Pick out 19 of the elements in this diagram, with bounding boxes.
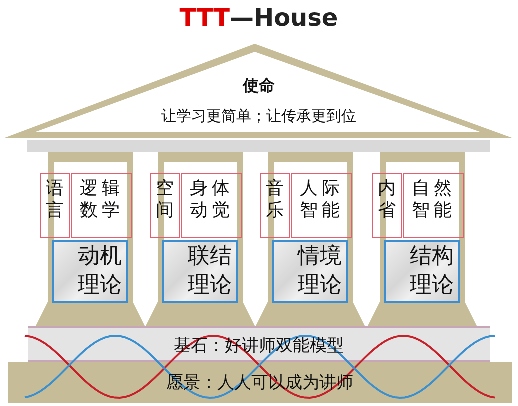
theory-box: 联结理论 [162, 240, 238, 303]
pillar [144, 152, 257, 327]
intelligence-box: 语言 [40, 173, 70, 238]
intelligence-box: 音乐 [260, 173, 290, 238]
pillar [366, 152, 479, 327]
intelligence-box: 逻辑数学 [71, 173, 132, 238]
roof-heading: 使命 [243, 76, 275, 95]
intelligence-box: 空间 [150, 173, 180, 238]
intelligence-box: 自然智能 [403, 173, 464, 238]
theory-box: 结构理论 [384, 240, 460, 303]
pillar [254, 152, 367, 327]
title: TTT—House [180, 4, 338, 32]
intelligence-box: 身体动觉 [181, 173, 242, 238]
theory-box: 情境理论 [272, 240, 348, 303]
theory-box: 动机理论 [52, 240, 128, 303]
pillar [34, 152, 147, 327]
intelligence-box: 内省 [372, 173, 402, 238]
roof-text: 让学习更简单；让传承更到位 [162, 107, 356, 125]
intelligence-box: 人际智能 [291, 173, 352, 238]
